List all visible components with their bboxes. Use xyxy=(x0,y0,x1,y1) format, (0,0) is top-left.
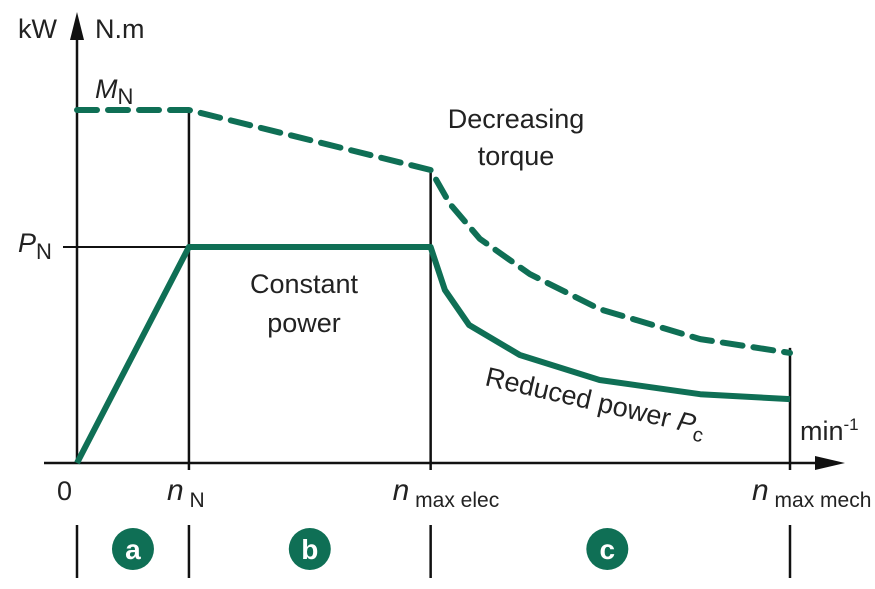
x-tick-label: n max mech xyxy=(752,474,871,512)
zone-label: a xyxy=(125,534,141,565)
zone-circle xyxy=(111,528,154,570)
zone-badge-b: b xyxy=(288,528,331,570)
mn-label: MN xyxy=(95,74,133,109)
y-unit-kw: kW xyxy=(18,14,58,44)
zone-circle xyxy=(288,528,331,570)
y-axis-arrow xyxy=(70,12,84,40)
zone-badge-c: c xyxy=(586,528,629,570)
x-unit-label: min-1 xyxy=(800,415,859,446)
x-tick-label: n N xyxy=(167,474,205,512)
x-axis-arrow xyxy=(815,456,845,470)
pn-label: PN xyxy=(18,228,52,264)
zone-circle xyxy=(586,528,629,570)
origin-label: 0 xyxy=(57,476,72,506)
zone-label: b xyxy=(301,534,318,565)
annotation-reduced-power: Reduced power Pc xyxy=(481,362,708,448)
torque-curve xyxy=(74,107,793,356)
power-curve xyxy=(74,244,791,465)
x-tick-label: n max elec xyxy=(393,474,500,512)
zone-label: c xyxy=(600,534,616,565)
y-unit-nm: N.m xyxy=(95,14,145,44)
zone-badge-a: a xyxy=(111,528,154,570)
